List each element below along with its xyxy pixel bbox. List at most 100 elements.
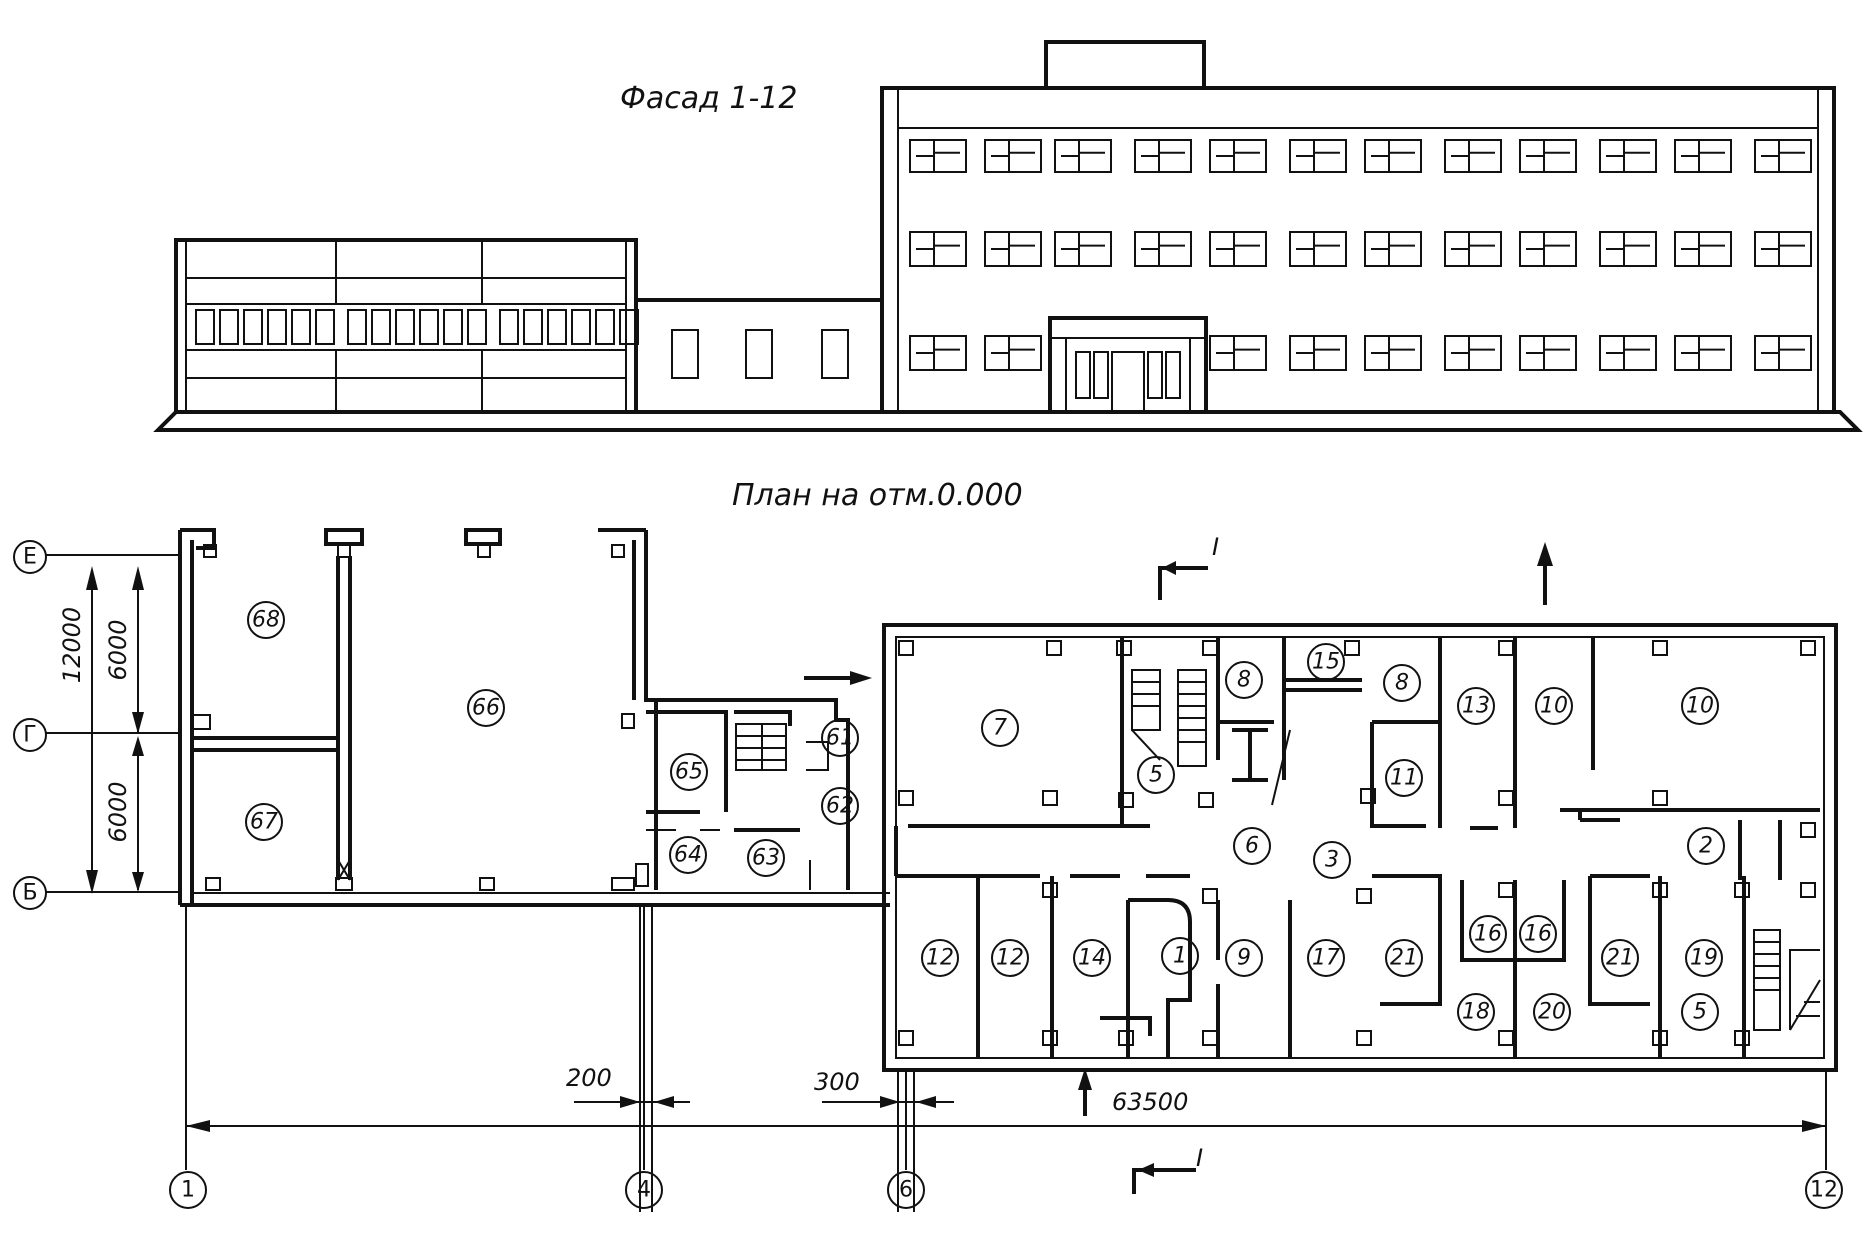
svg-text:11: 11 — [1390, 766, 1418, 791]
facade-window — [1444, 335, 1502, 371]
facade-window — [1209, 139, 1267, 173]
room-label: 8 — [1383, 664, 1421, 702]
svg-text:62: 62 — [826, 794, 854, 819]
facade-window — [395, 309, 415, 345]
structural-column — [1042, 1030, 1058, 1046]
room-label: 61 — [821, 719, 859, 757]
svg-text:19: 19 — [1690, 946, 1718, 971]
room-label: 18 — [1457, 993, 1495, 1031]
section-mark-bottom: I — [1132, 1144, 1203, 1194]
structural-column — [1498, 882, 1514, 898]
svg-text:10: 10 — [1540, 694, 1568, 719]
room-label: 7 — [981, 709, 1019, 747]
structural-column — [1202, 640, 1218, 656]
facade-window — [291, 309, 311, 345]
axis-label-12: 12 — [1805, 1171, 1843, 1209]
axis-label-4: 4 — [625, 1171, 663, 1209]
svg-text:5: 5 — [1693, 1000, 1707, 1025]
room-label: 10 — [1681, 687, 1719, 725]
svg-text:1: 1 — [181, 1178, 195, 1203]
facade-middle-block — [634, 298, 884, 414]
facade-window — [1054, 139, 1112, 173]
room-label: 14 — [1073, 939, 1111, 977]
room-label: 62 — [821, 787, 859, 825]
svg-text:I: I — [1196, 1144, 1203, 1172]
facade-window — [1674, 231, 1732, 267]
structural-column — [1118, 792, 1134, 808]
svg-text:12: 12 — [1810, 1178, 1838, 1203]
dim-6000-lower: 6000 — [104, 781, 132, 842]
room-label: 65 — [670, 753, 708, 791]
dim-300: 300 — [814, 1068, 860, 1096]
svg-text:61: 61 — [826, 726, 854, 751]
facade-entrance — [1048, 316, 1208, 414]
section-mark-top: I — [1158, 533, 1219, 600]
room-label: 12 — [921, 939, 959, 977]
facade-window — [547, 309, 567, 345]
svg-text:17: 17 — [1312, 946, 1340, 971]
room-label: 9 — [1225, 939, 1263, 977]
facade-window — [243, 309, 263, 345]
facade-window — [419, 309, 439, 345]
axis-label-6: 6 — [887, 1171, 925, 1209]
structural-column — [1734, 882, 1750, 898]
room-label: 13 — [1457, 687, 1495, 725]
svg-text:68: 68 — [252, 608, 280, 633]
facade-window — [1674, 335, 1732, 371]
facade-window — [1364, 139, 1422, 173]
room-label: 2 — [1687, 827, 1725, 865]
structural-column — [1652, 790, 1668, 806]
facade-ground-line — [153, 410, 1863, 432]
room-label: 64 — [669, 836, 707, 874]
structural-column — [1116, 640, 1132, 656]
room-label: 1 — [1161, 937, 1199, 975]
room-label: 10 — [1535, 687, 1573, 725]
svg-text:18: 18 — [1462, 1000, 1490, 1025]
structural-column — [1356, 888, 1372, 904]
svg-text:12: 12 — [926, 946, 954, 971]
facade-window — [1754, 231, 1812, 267]
axis-label-G: Г — [13, 718, 47, 752]
svg-text:9: 9 — [1237, 946, 1251, 971]
facade-window — [909, 139, 967, 173]
room-label: 21 — [1601, 939, 1639, 977]
dim-12000: 12000 — [58, 607, 86, 683]
facade-window — [1599, 231, 1657, 267]
structural-column — [1202, 1030, 1218, 1046]
facade-window — [1754, 335, 1812, 371]
facade-window — [984, 231, 1042, 267]
facade-window — [984, 335, 1042, 371]
room-label: 68 — [247, 601, 285, 639]
structural-column — [1498, 790, 1514, 806]
structural-column — [1046, 640, 1062, 656]
facade-window — [1289, 139, 1347, 173]
axis-label-1: 1 — [169, 1171, 207, 1209]
stair-bottom — [1753, 929, 1821, 1031]
svg-text:16: 16 — [1474, 922, 1502, 947]
structural-column — [1498, 1030, 1514, 1046]
room-label: 5 — [1681, 993, 1719, 1031]
svg-text:8: 8 — [1237, 668, 1251, 693]
axis-label-B: Б — [13, 876, 47, 910]
facade-window — [1209, 231, 1267, 267]
structural-column — [1498, 640, 1514, 656]
room-label: 6 — [1233, 827, 1271, 865]
structural-column — [898, 790, 914, 806]
structural-column — [1360, 788, 1376, 804]
svg-text:12: 12 — [996, 946, 1024, 971]
facade-window — [1364, 231, 1422, 267]
facade-window — [195, 309, 215, 345]
room-label: 17 — [1307, 939, 1345, 977]
structural-column — [1652, 1030, 1668, 1046]
facade-window — [1054, 231, 1112, 267]
svg-text:Е: Е — [23, 545, 37, 570]
svg-text:67: 67 — [250, 810, 278, 835]
facade-window — [1444, 139, 1502, 173]
facade-title: Фасад 1-12 — [620, 81, 797, 116]
structural-column — [1652, 640, 1668, 656]
facade-window — [443, 309, 463, 345]
grid-axes: Е Г Б 1 4 6 12 — [13, 540, 1843, 1209]
room-label: 3 — [1313, 841, 1351, 879]
svg-text:20: 20 — [1538, 1000, 1566, 1025]
